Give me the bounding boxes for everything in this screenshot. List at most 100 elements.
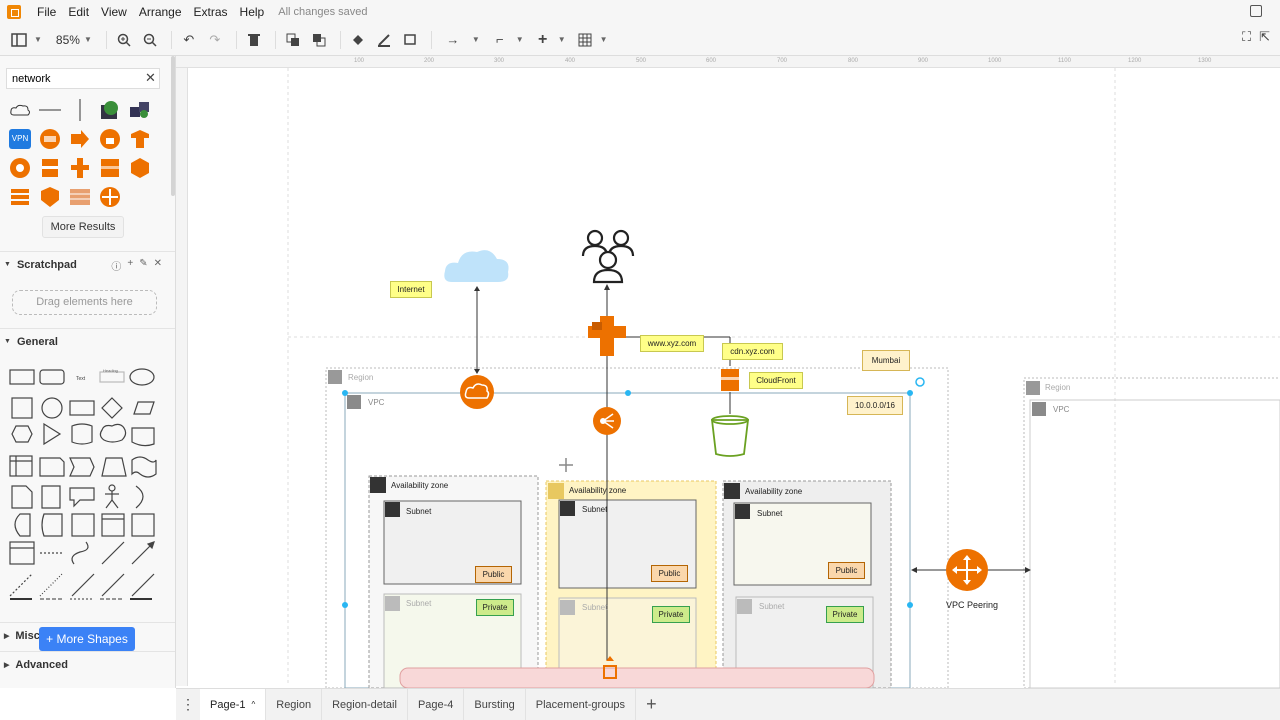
zoom-out-icon[interactable]	[139, 29, 161, 51]
aws-firewall-orange-icon[interactable]	[68, 185, 92, 209]
chevron-down-icon[interactable]: ▼	[471, 35, 480, 44]
public-tag[interactable]: Public	[651, 565, 688, 582]
region-label: Region	[348, 373, 374, 382]
diagram-canvas[interactable]: 100 200 300 400 500 600 700 800 900 1000…	[176, 56, 1280, 686]
private-tag[interactable]: Private	[826, 606, 864, 623]
mumbai-note[interactable]: Mumbai	[862, 350, 910, 371]
aws-lock-orange-icon[interactable]	[98, 127, 122, 151]
add-page-icon[interactable]: +	[646, 694, 657, 714]
line-shape-icon[interactable]	[38, 98, 62, 122]
ruler-tick: 1000	[988, 58, 1002, 64]
divider	[430, 30, 432, 49]
general-shapes-grid[interactable]: Text Heading	[8, 364, 168, 604]
menu-arrange[interactable]: Arrange	[138, 5, 182, 19]
table-icon[interactable]	[574, 29, 596, 51]
network-computers-icon[interactable]	[128, 98, 152, 122]
connector-styles-row[interactable]	[8, 594, 158, 604]
ruler-tick: 900	[918, 58, 929, 64]
divider	[105, 30, 107, 49]
aws-stack-orange-icon[interactable]	[8, 185, 32, 209]
shadow-icon[interactable]	[399, 29, 421, 51]
tab-region-detail[interactable]: Region-detail	[322, 689, 408, 720]
sidebar-scrollbar[interactable]	[171, 56, 175, 196]
chevron-down-icon[interactable]: ▼	[599, 35, 608, 44]
private-tag[interactable]: Private	[652, 606, 690, 623]
menu-file[interactable]: File	[37, 5, 57, 19]
aws-cloudfront-orange-icon[interactable]	[98, 156, 122, 180]
chevron-down-icon[interactable]: ▼	[83, 35, 92, 44]
cloud-shape-icon[interactable]	[8, 98, 32, 122]
chevron-down-icon[interactable]: ▼	[515, 35, 524, 44]
close-icon[interactable]: ✕	[145, 70, 156, 85]
aws-arrow-orange-icon[interactable]	[68, 127, 92, 151]
aws-direct-connect-orange-icon[interactable]	[38, 156, 62, 180]
cloudfront-note[interactable]: CloudFront	[749, 372, 803, 389]
shape-search-input[interactable]	[6, 68, 160, 89]
chevron-up-icon[interactable]: ^	[251, 700, 256, 709]
help-icon[interactable]: ⓘ	[111, 262, 122, 273]
tab-page-1[interactable]: Page-1 ^	[200, 689, 267, 720]
general-header[interactable]: ▼ General	[0, 328, 175, 354]
misc-title: Misc	[15, 629, 40, 642]
cdn-note[interactable]: cdn.xyz.com	[722, 343, 783, 360]
misc-header[interactable]: ▶ Misc	[0, 622, 175, 648]
ruler-tick: 1100	[1058, 58, 1071, 64]
aws-shield-orange-icon[interactable]	[38, 185, 62, 209]
close-icon[interactable]: ✕	[153, 258, 162, 269]
fill-color-icon[interactable]	[347, 29, 369, 51]
waypoints-icon[interactable]: ⌐	[496, 32, 504, 47]
menu-help[interactable]: Help	[239, 5, 265, 19]
menu-extras[interactable]: Extras	[193, 5, 228, 19]
format-panel-icon[interactable]	[8, 29, 30, 51]
delete-icon[interactable]	[243, 29, 265, 51]
collapse-icon[interactable]: ⇱	[1259, 29, 1270, 44]
window-restore-icon[interactable]	[1250, 5, 1262, 17]
aws-endpoint-orange-icon[interactable]	[8, 156, 32, 180]
connection-arrow-icon[interactable]: →	[446, 32, 460, 47]
undo-icon[interactable]: ↶	[183, 31, 195, 47]
line-color-icon[interactable]	[373, 29, 395, 51]
to-back-icon[interactable]	[308, 29, 330, 51]
scratchpad-header[interactable]: ▼ Scratchpad ⓘ + ✎ ✕	[0, 251, 175, 277]
add-icon[interactable]: +	[127, 258, 134, 269]
aws-route-orange-icon[interactable]	[68, 156, 92, 180]
edit-icon[interactable]: ✎	[139, 258, 148, 269]
to-front-icon[interactable]	[282, 29, 304, 51]
subnet-label: Subnet	[406, 599, 432, 608]
aws-elb-orange-icon[interactable]	[128, 156, 152, 180]
app-logo-icon	[7, 5, 21, 19]
advanced-header[interactable]: ▶ Advanced	[0, 651, 175, 677]
zoom-level[interactable]: 85%	[55, 32, 80, 47]
more-results-button[interactable]: More Results	[42, 216, 124, 238]
vertical-ruler	[176, 68, 188, 686]
tab-bursting[interactable]: Bursting	[464, 689, 526, 720]
az3-label: Availability zone	[745, 487, 803, 496]
pages-menu-icon[interactable]: ⋮	[181, 696, 195, 712]
menu-view[interactable]: View	[101, 5, 127, 19]
subnet-label: Subnet	[582, 603, 608, 612]
private-tag[interactable]: Private	[476, 599, 514, 616]
aws-compass-orange-icon[interactable]	[98, 185, 122, 209]
menu-edit[interactable]: Edit	[68, 5, 90, 19]
redo-icon[interactable]: ↷	[209, 31, 221, 47]
chevron-down-icon[interactable]: ▼	[557, 35, 566, 44]
aws-network-orange-icon[interactable]	[38, 127, 62, 151]
vpn-icon[interactable]: VPN	[8, 127, 32, 151]
aws-gateway-orange-icon[interactable]	[128, 127, 152, 151]
www-note[interactable]: www.xyz.com	[640, 335, 704, 352]
vertical-line-shape-icon[interactable]	[68, 98, 92, 122]
chevron-down-icon[interactable]: ▼	[34, 35, 42, 44]
zoom-in-icon[interactable]	[113, 29, 135, 51]
cidr-note[interactable]: 10.0.0.0/16	[847, 396, 903, 415]
tab-region[interactable]: Region	[266, 689, 323, 720]
more-shapes-button[interactable]: + More Shapes	[39, 627, 135, 651]
public-tag[interactable]: Public	[828, 562, 865, 579]
internet-note[interactable]: Internet	[390, 281, 432, 298]
fullscreen-icon[interactable]: ⛶	[1241, 29, 1252, 44]
globe-computer-icon[interactable]	[98, 98, 122, 122]
scratchpad-drop-zone[interactable]: Drag elements here	[12, 290, 157, 315]
public-tag[interactable]: Public	[475, 566, 512, 583]
insert-plus-icon[interactable]: +	[538, 30, 548, 48]
tab-placement-groups[interactable]: Placement-groups	[526, 689, 637, 720]
tab-page-4[interactable]: Page-4	[408, 689, 465, 720]
